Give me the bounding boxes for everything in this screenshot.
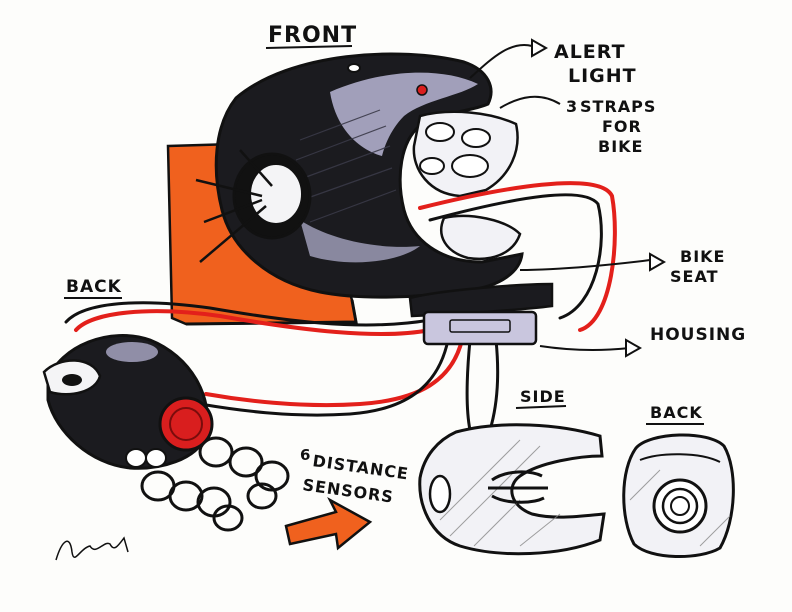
label-back-left: BACK — [66, 277, 122, 297]
orange-arrow-icon — [286, 500, 370, 548]
label-bike-seat-2: SEAT — [670, 267, 719, 286]
label-side: SIDE — [520, 387, 566, 406]
shell-knob — [348, 64, 360, 72]
label-bike: BIKE — [598, 137, 643, 156]
label-housing: HOUSING — [650, 325, 746, 345]
label-alert: ALERT — [554, 41, 626, 63]
alert-light-dot — [417, 85, 427, 95]
housing — [424, 312, 536, 344]
back-shell-highlight — [106, 342, 158, 362]
artist-signature — [56, 538, 128, 560]
label-for: FOR — [602, 117, 642, 136]
strap-clamp — [414, 112, 518, 196]
label-back-right: BACK — [650, 403, 703, 422]
back-clip-hole — [62, 374, 82, 386]
label-side-underline — [516, 406, 566, 408]
outlined-arrowhead-icon — [532, 40, 664, 356]
label-sensors: SENSORS — [301, 475, 395, 507]
label-strap-count: 3 — [566, 97, 578, 116]
label-light: LIGHT — [568, 65, 637, 87]
label-straps: STRAPS — [580, 97, 656, 116]
label-front: FRONT — [268, 23, 357, 48]
label-sensor-count: 6 — [300, 446, 311, 464]
side-left-notch — [430, 476, 450, 512]
lower-clamp — [441, 216, 520, 259]
label-bike-seat-1: BIKE — [680, 247, 725, 266]
